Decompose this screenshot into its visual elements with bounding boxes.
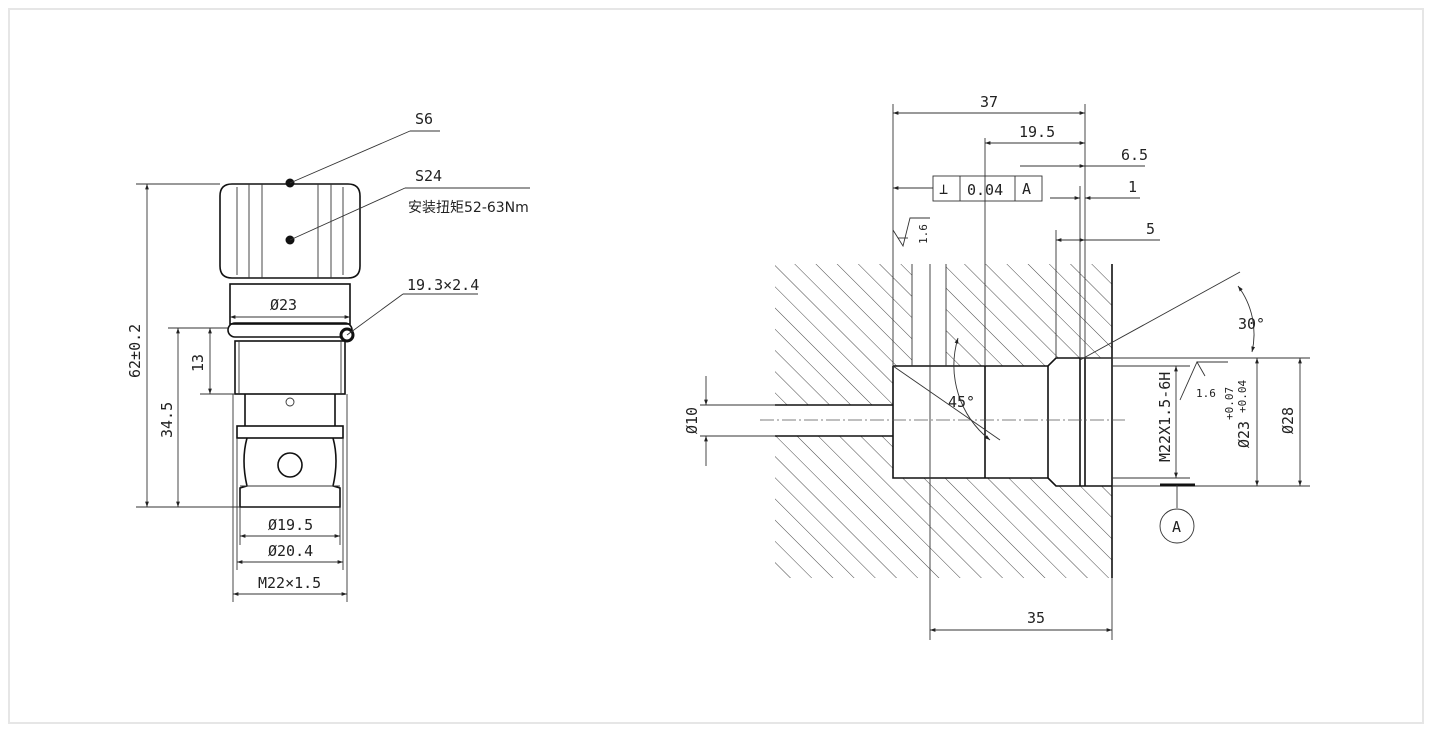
oring-label: 19.3×2.4: [407, 276, 479, 294]
o-ring: [227, 322, 353, 338]
dim-19-5: 19.5: [1019, 123, 1055, 141]
tolerance-frame: [932, 175, 1043, 202]
dim-thread: M22×1.5: [258, 574, 321, 592]
roughness-right: 1.6: [1196, 387, 1216, 400]
body-land: [229, 283, 351, 325]
angle-30: 30°: [1238, 315, 1265, 333]
hex-label: S6: [415, 110, 433, 128]
datum-label: A: [1172, 518, 1181, 536]
tolerance-symbol: ⊥: [939, 180, 948, 198]
side-port: [277, 452, 303, 478]
small-port: [285, 397, 295, 407]
hex-nut: [219, 183, 361, 279]
dim-34-5: 34.5: [158, 402, 176, 438]
dim-d19-5: Ø19.5: [268, 516, 313, 534]
bore-lower-tol: +0.04: [1236, 380, 1249, 413]
roughness-top: 1.6: [917, 224, 930, 244]
wrench-label: S24: [415, 167, 442, 185]
torque-note: 安装扭矩52-63Nm: [408, 200, 529, 216]
bore-main: Ø23: [1235, 421, 1253, 448]
dim-35: 35: [1027, 609, 1045, 627]
thread-spec: M22X1.5-6H: [1156, 372, 1174, 462]
tolerance-value: 0.04: [967, 181, 1003, 199]
dim-d23: Ø23: [270, 296, 297, 314]
right-view: 37 19.5 6.5 1 5 ⊥ 0.04 A 1.6 30°: [683, 93, 1310, 640]
dim-1: 1: [1128, 178, 1137, 196]
lower-body: [239, 437, 341, 508]
dim-d28: Ø28: [1279, 407, 1297, 434]
dim-d20-4: Ø20.4: [268, 542, 313, 560]
collar: [236, 425, 344, 439]
left-view: S6 S24 安装扭矩52-63Nm 19.3×2.4 Ø23 62±0.2 3…: [126, 110, 530, 602]
dim-total-length: 62±0.2: [126, 324, 144, 378]
dim-37: 37: [980, 93, 998, 111]
datum-circle: [1159, 508, 1195, 544]
angle-45: 45°: [948, 393, 975, 411]
dim-13: 13: [189, 354, 207, 372]
bore-upper-tol: +0.07: [1223, 387, 1236, 420]
thread-section: [234, 340, 346, 395]
dim-6-5: 6.5: [1121, 146, 1148, 164]
dim-5: 5: [1146, 220, 1155, 238]
tolerance-datum: A: [1022, 180, 1031, 198]
dim-d10: Ø10: [683, 407, 701, 434]
